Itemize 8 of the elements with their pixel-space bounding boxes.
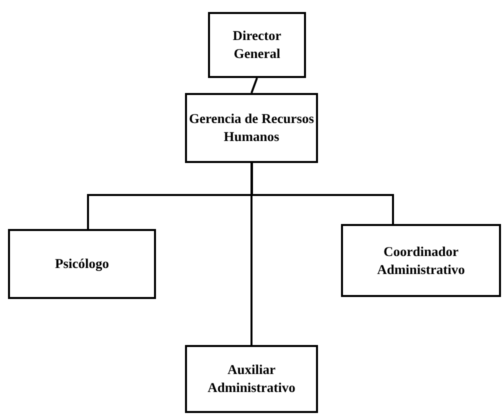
position-box: Gerencia de Recursos Humanos [185, 93, 318, 163]
connector-line [251, 163, 394, 224]
position-box: Director General [208, 12, 306, 78]
connector-line [250, 163, 252, 345]
connector-line [250, 78, 258, 94]
position-box: Coordinador Administrativo [341, 224, 501, 297]
position-box: Psicólogo [8, 229, 156, 299]
position-box: Auxiliar Administrativo [185, 345, 318, 413]
